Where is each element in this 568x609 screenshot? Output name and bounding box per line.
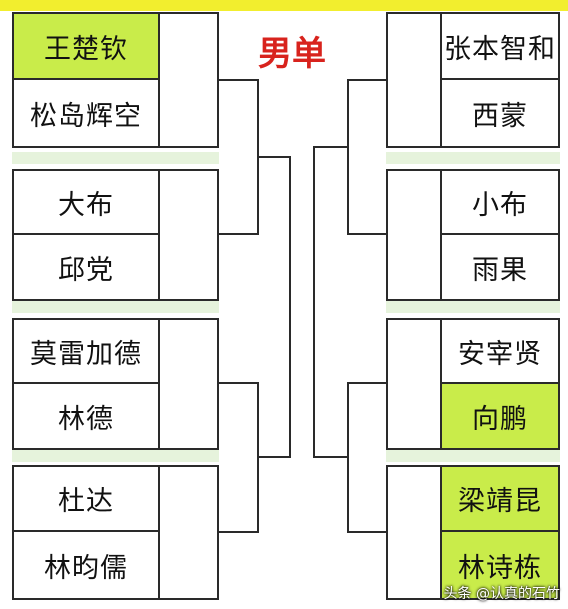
bracket-line [219,531,259,533]
right-match-4-top-player: 梁靖昆 [440,467,558,532]
bracket-line [219,79,259,81]
stripe [12,152,219,164]
bracket-line [313,146,315,458]
left-match-4-top-player: 杜达 [14,467,160,532]
stripe [386,301,560,313]
right-match-3-bottom-player: 向鹏 [440,384,558,448]
right-match-3-top-player: 安宰贤 [440,320,558,384]
bracket-line [347,382,387,384]
right-match-2-bottom-player: 雨果 [440,235,558,299]
left-match-4-bottom-player: 林昀儒 [14,532,160,598]
left-match-3-bottom-player: 林德 [14,384,160,448]
right-match-3: 安宰贤 向鹏 [386,318,560,450]
left-match-2-bottom-player: 邱党 [14,235,160,299]
bracket-line [347,79,387,81]
bracket-line [347,233,387,235]
left-match-2-top-player: 大布 [14,171,160,235]
top-color-bar [0,0,568,11]
bracket-line [347,531,387,533]
right-match-1-top-player: 张本智和 [440,14,558,80]
stripe [386,450,560,462]
left-match-4: 杜达 林昀儒 [12,465,219,600]
bracket-line [289,156,291,458]
bracket-line [313,146,349,148]
left-match-1: 王楚钦 松岛辉空 [12,12,219,148]
stripe [12,450,219,462]
bracket-line [257,156,291,158]
right-match-4: 梁靖昆 林诗栋 [386,465,560,600]
left-match-1-bottom-player: 松岛辉空 [14,80,160,146]
bracket-line [219,233,259,235]
bracket-line [257,456,291,458]
left-match-2: 大布 邱党 [12,169,219,301]
bracket-title: 男单 [258,34,326,74]
left-match-1-top-player: 王楚钦 [14,14,160,80]
left-match-3-top-player: 莫雷加德 [14,320,160,384]
left-match-3: 莫雷加德 林德 [12,318,219,450]
right-match-2-top-player: 小布 [440,171,558,235]
right-match-1: 张本智和 西蒙 [386,12,560,148]
watermark: 头条 @认真的石竹 [443,586,560,602]
right-match-4-bottom-player: 林诗栋 [440,532,558,598]
bracket-line [347,79,349,235]
bracket-line [219,382,259,384]
right-match-1-bottom-player: 西蒙 [440,80,558,146]
stripe [386,152,560,164]
bracket-line [313,456,349,458]
stripe [12,301,219,313]
right-match-2: 小布 雨果 [386,169,560,301]
